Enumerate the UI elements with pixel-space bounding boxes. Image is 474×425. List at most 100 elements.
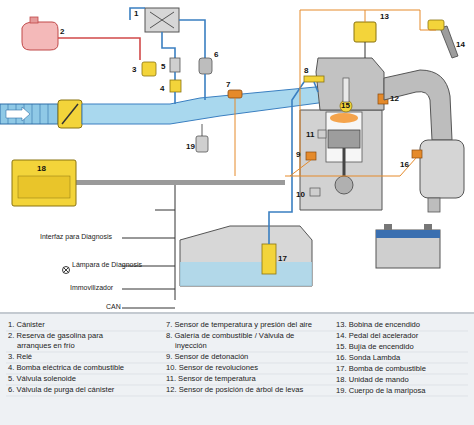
key-table [0,313,474,314]
signal-wires [175,190,176,300]
spark-plug [343,78,349,102]
fuel-tank [180,82,312,286]
throttle-body [58,100,82,128]
fuel-tank [180,226,312,286]
engine-sensors [310,188,320,196]
canister [162,32,175,58]
diagnosis-lamp-symbol [63,267,70,274]
ignition-coil [354,22,376,42]
engine-block [328,130,360,148]
sensor-wires [300,10,365,176]
fuel-reservoir [58,38,140,60]
fuel-tank [262,244,276,274]
callout-number: 14 [456,40,465,50]
table-cell: 3. Relé [8,352,167,362]
engine-block [330,113,358,123]
engine-sensors [306,130,326,196]
battery [376,224,440,268]
table-cell: 18. Unidad de mando [336,375,474,385]
spark-plug [340,78,352,112]
table-cell: 15. Bujía de encendido [336,342,474,352]
callout-number: 18 [37,164,46,174]
purge-valve [199,58,212,100]
ecu-harness [175,185,176,190]
canister [145,8,179,32]
air-filter [0,104,58,124]
engine-block [300,110,382,210]
ecu-harness [75,180,285,185]
ecu-box [12,160,76,206]
fuel-tank [269,82,304,244]
key-table [6,396,468,397]
callout-number: 9 [296,150,300,160]
engine-sensors [318,130,326,138]
relay [142,62,156,76]
canister [150,12,174,28]
engine-block [335,176,353,194]
throttle-body [62,104,78,124]
exhaust [428,198,440,212]
sensor-wires [285,158,416,176]
ecu-harness [75,180,285,190]
accelerator-pedal [440,26,458,58]
callout-number: 17 [278,254,287,264]
table-cell: 5. Válvula solenoide [8,374,167,384]
table-cell: 1. Cánister [8,320,167,330]
purge-valve [204,74,206,100]
spark-plug [340,100,352,112]
diagnosis-lamp-symbol [64,268,69,273]
solenoid-valve [170,58,180,72]
fuel-rail [314,82,318,92]
fuel-tank [180,262,312,286]
signal-wires [122,190,175,308]
battery [384,224,392,230]
diagnosis-lamp-symbol [63,267,70,274]
intake-manifold [175,98,205,104]
fuel-reservoir [30,17,38,23]
sensor-wires [365,10,436,30]
table-cell: 4. Bomba eléctrica de combustible [8,363,167,373]
table-cell: 16. Sonda Lambda [336,353,474,363]
ecu-box [12,160,76,206]
canister [179,20,205,60]
callout-number: 8 [304,66,308,76]
solenoid-valve [170,58,180,80]
relay [142,62,156,76]
intake-manifold [82,86,326,124]
callout-number: 11 [306,130,314,140]
callout-number: 2 [60,27,64,37]
pressure-sensor [228,90,242,98]
callout-number: 15 [341,101,350,111]
signal-name: Lámpara de Diagnosis [72,261,142,269]
canister [150,12,174,28]
air-filter [0,104,58,124]
engine-sensors [306,152,316,160]
electric-fuel-pump [170,80,181,100]
table-cell: 13. Bobina de encendido [336,320,474,330]
signal-wires [122,308,175,309]
callout-number: 13 [380,12,389,22]
fuel-rail [304,76,324,82]
electric-fuel-pump [170,80,181,92]
canister [130,8,145,20]
callout-number: 5 [161,62,165,72]
signal-wires [155,210,175,211]
callout-number: 1 [134,9,138,19]
throttle-sensor [202,124,203,136]
signal-name: Interfaz para Diagnosis [40,233,112,241]
signal-wires [122,238,175,239]
table-cell: 14. Pedal del acelerador [336,331,474,341]
callout-number: 19 [186,142,195,152]
callout-number: 10 [296,190,305,200]
throttle-sensor [196,124,208,152]
table-cell: 19. Cuerpo de la mariposa [336,386,474,396]
exhaust [420,140,464,198]
purge-valve [199,58,212,74]
pressure-sensor [228,90,242,98]
table-cell: 8. Galería de combustible / Válvula de i… [166,331,325,351]
callout-number: 3 [132,65,136,75]
ecu-box [18,176,70,198]
engine-block [300,58,384,210]
table-cell: 11. Sensor de temperatura [166,374,335,384]
